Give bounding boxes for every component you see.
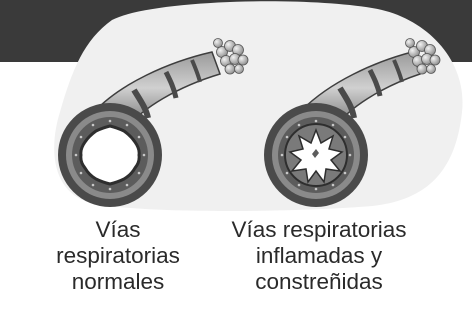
caption-line: Vías respiratorias xyxy=(206,217,432,243)
caption-line: Vías xyxy=(18,217,218,243)
caption-line: respiratorias xyxy=(18,243,218,269)
caption-normal-airways: Vías respiratorias normales xyxy=(18,217,218,295)
caption-line: normales xyxy=(18,269,218,295)
caption-line: constreñidas xyxy=(206,269,432,295)
caption-line: inflamadas y xyxy=(206,243,432,269)
caption-inflamed-airways: Vías respiratorias inflamadas y constreñ… xyxy=(206,217,432,295)
